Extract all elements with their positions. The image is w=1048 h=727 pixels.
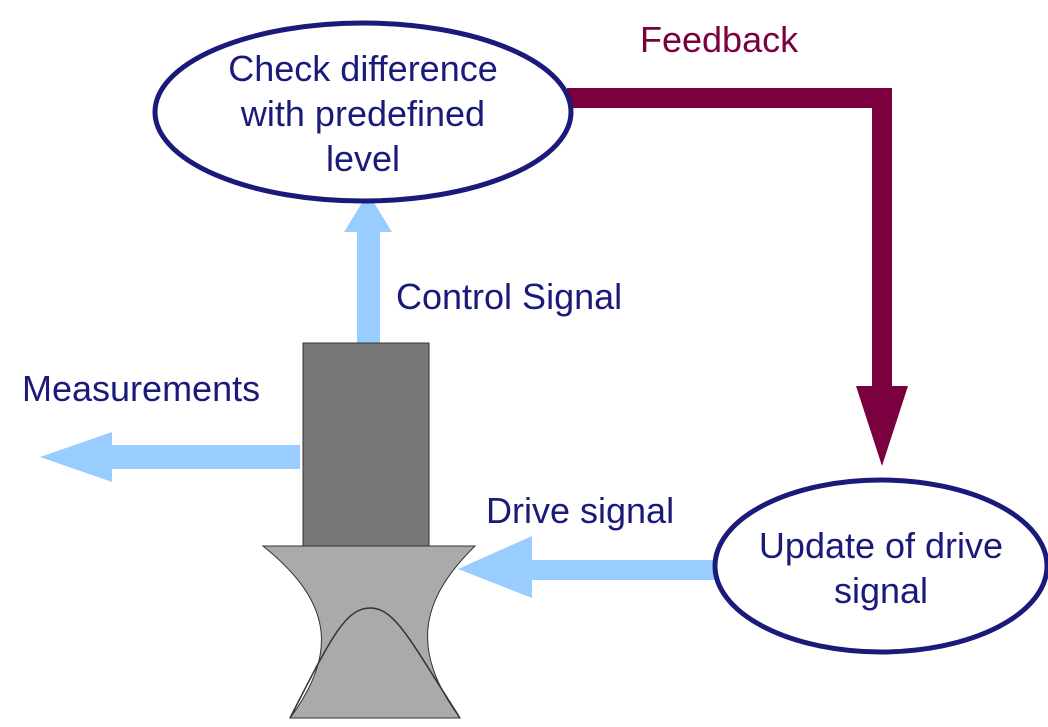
shaker-armature [289,607,461,719]
update-line-1: Update of drive [758,525,1004,566]
drive-signal-arrow [458,536,715,598]
drive-signal-label: Drive signal [486,490,675,531]
sensor-block [302,342,430,547]
feedback-arrow [567,88,908,466]
update-line-2: signal [833,570,929,611]
update-drive-ellipse [712,477,1048,655]
check-difference-text: Check difference with predefined level [183,46,543,181]
check-difference-ellipse [152,20,574,204]
check-line-2: with predefined [240,93,486,134]
check-line-1: Check difference [228,48,498,89]
control-signal-arrow [344,193,392,343]
measurements-arrow [40,432,300,482]
check-line-3: level [325,138,401,179]
feedback-label: Feedback [640,19,799,60]
control-signal-label: Control Signal [396,276,623,317]
measurements-label: Measurements [22,368,261,409]
update-drive-text: Update of drive signal [725,523,1037,613]
